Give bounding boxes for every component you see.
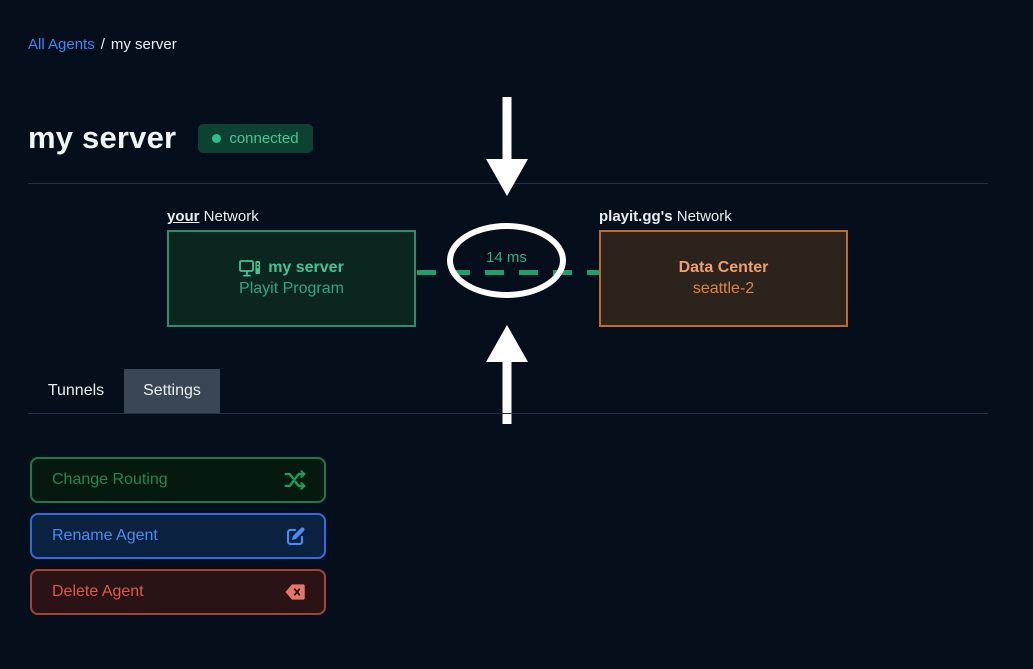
status-badge-label: connected: [229, 129, 299, 147]
tab-divider: [28, 413, 988, 414]
your-network-rest: Network: [199, 208, 259, 225]
datacenter-box-subtitle: seattle-2: [692, 280, 755, 297]
agent-box-subtitle: Playit Program: [239, 280, 344, 297]
rename-agent-button[interactable]: Rename Agent: [30, 513, 326, 559]
tab-bar: Tunnels Settings: [28, 369, 220, 413]
breadcrumb-separator: /: [100, 36, 105, 53]
agent-box-title-row: my server: [239, 259, 344, 277]
tab-tunnels[interactable]: Tunnels: [47, 382, 105, 399]
tab-settings[interactable]: Settings: [124, 369, 220, 413]
breadcrumb-all-agents-link[interactable]: All Agents: [28, 36, 95, 53]
datacenter-network-box: Data Center seattle-2: [599, 230, 848, 327]
latency-value: 14 ms: [486, 248, 527, 266]
backspace-icon: [284, 583, 306, 601]
breadcrumb-current: my server: [110, 36, 177, 53]
your-network-owner: your: [167, 208, 200, 225]
playit-network-owner: playit.gg's: [599, 208, 673, 225]
status-dot-icon: [212, 133, 222, 143]
edit-icon: [285, 526, 306, 547]
change-routing-button[interactable]: Change Routing: [30, 457, 326, 503]
page-title: my server: [28, 120, 177, 155]
latency-highlight-ellipse: 14 ms: [447, 223, 566, 298]
up-arrow-icon: [486, 325, 528, 424]
playit-network-rest: Network: [672, 208, 732, 225]
delete-agent-label: Delete Agent: [52, 583, 144, 600]
breadcrumb: All Agents / my server: [28, 36, 177, 53]
title-row: my server connected: [28, 120, 313, 156]
datacenter-box-title: Data Center: [678, 259, 769, 276]
your-network-label: your Network: [167, 208, 259, 225]
agent-network-box: my server Playit Program: [167, 230, 416, 327]
agent-box-title: my server: [268, 259, 344, 276]
status-badge: connected: [198, 123, 313, 153]
desktop-computer-icon: [239, 259, 261, 277]
change-routing-label: Change Routing: [52, 471, 168, 488]
rename-agent-label: Rename Agent: [52, 527, 158, 544]
playit-network-label: playit.gg's Network: [599, 208, 732, 225]
shuffle-icon: [284, 470, 306, 490]
delete-agent-button[interactable]: Delete Agent: [30, 569, 326, 615]
down-arrow-icon: [486, 97, 528, 196]
